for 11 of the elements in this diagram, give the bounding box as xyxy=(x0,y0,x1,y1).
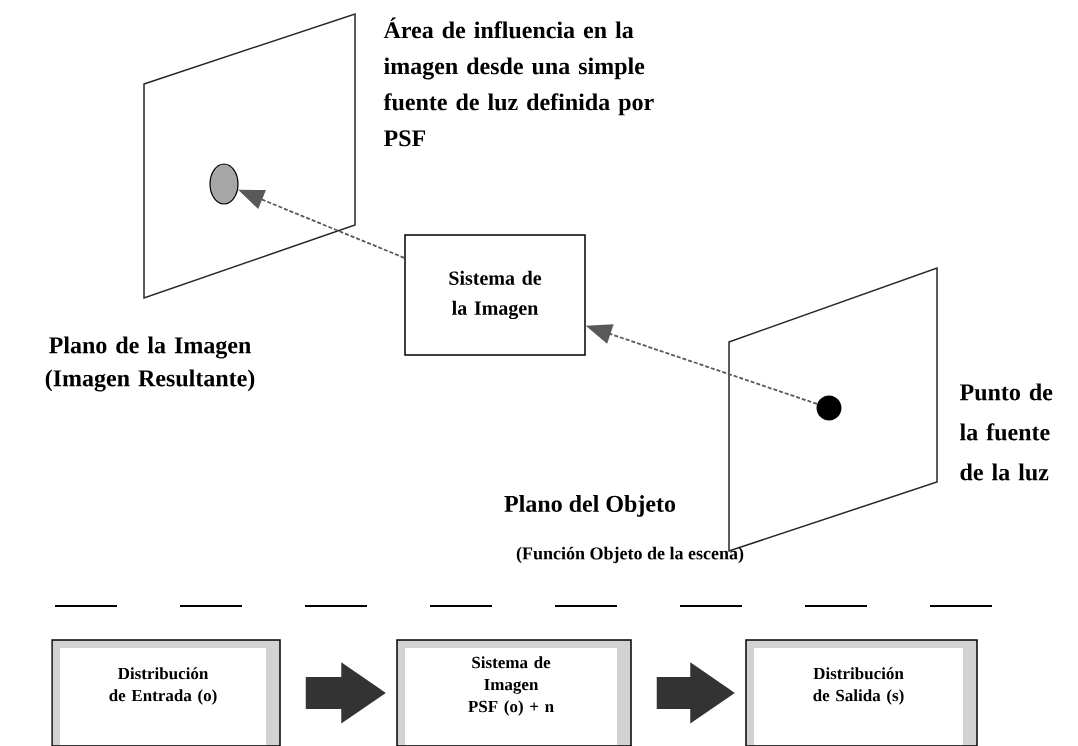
system-box: Sistema de la Imagen xyxy=(404,234,586,356)
light-spot xyxy=(209,163,239,205)
process-box: Sistema de Imagen PSF (o) + n xyxy=(396,639,632,746)
plane-label: Plano del Objeto xyxy=(504,495,676,517)
plane-label: Plano de la Imagen (Imagen Resultante) xyxy=(45,336,255,392)
caption-text: Área de influencia en la imagen desde una simple fuente de luz definida por PSF xyxy=(383,17,654,147)
process-box: Distribución de Entrada (o) xyxy=(51,639,281,746)
point-dot xyxy=(816,395,842,421)
caption-text: Punto de la fuente de la luz xyxy=(959,383,1053,481)
process-box: Distribución de Salida (s) xyxy=(745,639,978,746)
plane-label: (Función Objeto de la escena) xyxy=(516,546,744,564)
